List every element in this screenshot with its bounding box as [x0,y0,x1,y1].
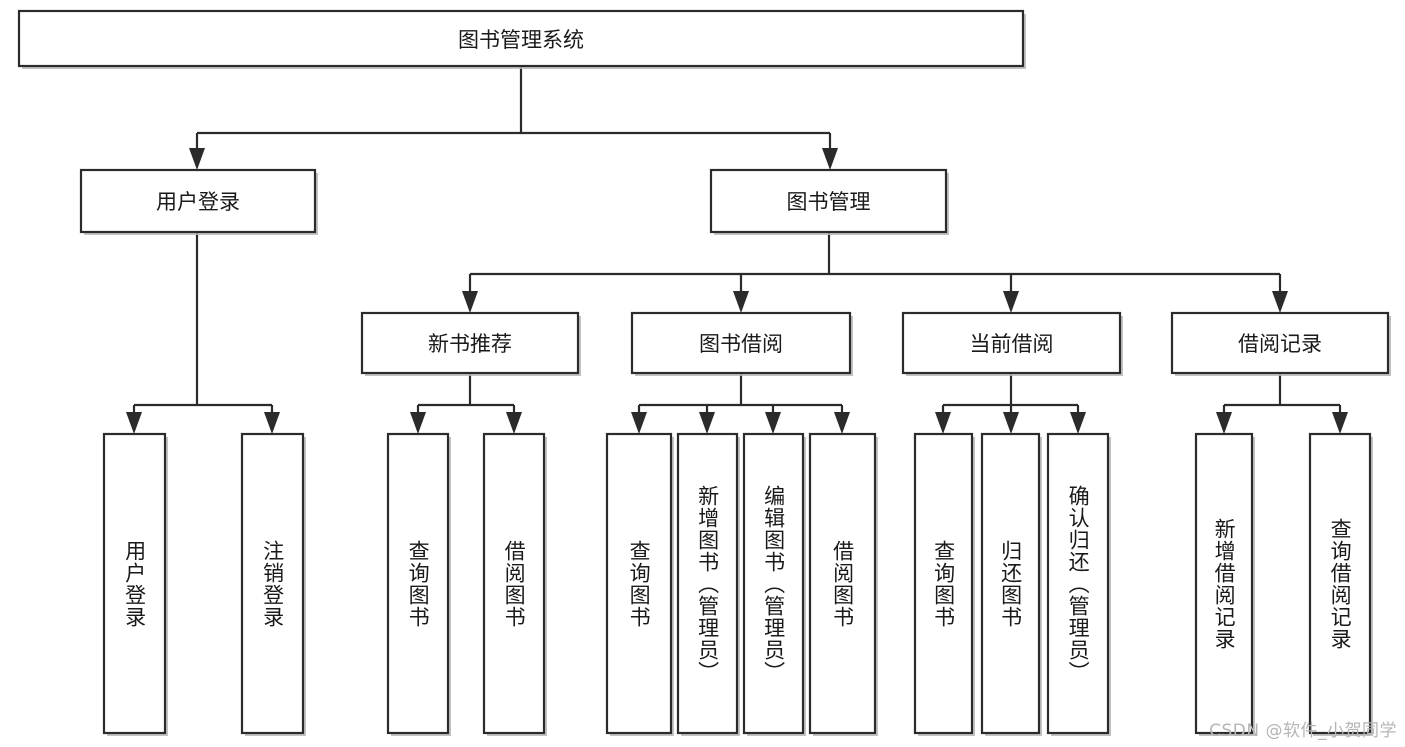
node-rect[interactable] [630,311,852,375]
connector-line [132,232,274,426]
arrowhead-icon [1332,412,1348,434]
node-rect[interactable] [1194,432,1254,735]
node-rect[interactable] [360,311,580,375]
node-rect[interactable] [605,432,673,735]
node-rect[interactable] [102,432,167,735]
node-leaf-query-books-nb[interactable] [386,432,451,736]
node-book-management[interactable] [709,168,949,235]
edge-bookmgmt-split [462,232,1288,313]
arrowhead-icon [699,412,715,434]
node-new-book-recommend[interactable] [360,311,581,376]
arrowhead-icon [1003,412,1019,434]
arrowhead-icon [126,412,142,434]
node-borrow-record[interactable] [1170,311,1391,376]
node-leaf-query-record[interactable] [1308,432,1373,736]
edge-root-split [189,66,838,170]
node-leaf-add-book[interactable] [676,432,740,736]
arrowhead-icon [631,412,647,434]
watermark: CSDN @软件_小贺同学 [1209,721,1397,741]
connector-line [195,66,832,162]
node-rect[interactable] [676,432,739,735]
node-rect[interactable] [901,311,1122,375]
node-root[interactable] [17,9,1026,69]
arrowhead-icon [1216,412,1232,434]
connector-line [468,232,1282,305]
node-rect[interactable] [17,9,1025,68]
node-leaf-add-record[interactable] [1194,432,1255,736]
arrowhead-icon [935,412,951,434]
node-rect[interactable] [913,432,974,735]
arrowhead-icon [765,412,781,434]
node-rect[interactable] [482,432,546,735]
node-rect[interactable] [1046,432,1110,735]
connector-line [416,373,516,426]
boxes-layer [17,9,1391,736]
node-book-borrow[interactable] [630,311,853,376]
node-rect[interactable] [808,432,877,735]
node-leaf-query-books-bb[interactable] [605,432,674,736]
node-leaf-borrow-books-nb[interactable] [482,432,547,736]
node-rect[interactable] [980,432,1041,735]
arrowhead-icon [189,148,205,170]
node-rect[interactable] [1308,432,1372,735]
arrowhead-icon [822,148,838,170]
connector-line [1222,373,1342,426]
edges-layer [126,66,1348,434]
arrowhead-icon [1003,291,1019,313]
node-rect[interactable] [240,432,305,735]
node-rect[interactable] [79,168,317,234]
arrowhead-icon [733,291,749,313]
node-leaf-return-book[interactable] [980,432,1042,736]
node-leaf-logout[interactable] [240,432,306,736]
arrowhead-icon [264,412,280,434]
edge-newbook-split [410,373,522,434]
arrowhead-icon [1272,291,1288,313]
node-current-borrow[interactable] [901,311,1123,376]
edge-currentborrow-split [935,373,1086,434]
arrowhead-icon [410,412,426,434]
node-rect[interactable] [742,432,805,735]
node-rect[interactable] [1170,311,1390,375]
node-leaf-query-books-cb[interactable] [913,432,975,736]
edge-borrowrecord-split [1216,373,1348,434]
node-leaf-confirm-return[interactable] [1046,432,1111,736]
node-leaf-borrow-books-bb[interactable] [808,432,878,736]
node-user-login[interactable] [79,168,318,235]
edge-bookborrow-split [631,373,850,434]
arrowhead-icon [462,291,478,313]
node-leaf-edit-book[interactable] [742,432,806,736]
arrowhead-icon [834,412,850,434]
arrowhead-icon [1070,412,1086,434]
node-rect[interactable] [709,168,948,234]
connector-line [637,373,844,426]
edge-userlogin-split [126,232,280,434]
node-leaf-user-login[interactable] [102,432,168,736]
node-rect[interactable] [386,432,450,735]
arrowhead-icon [506,412,522,434]
